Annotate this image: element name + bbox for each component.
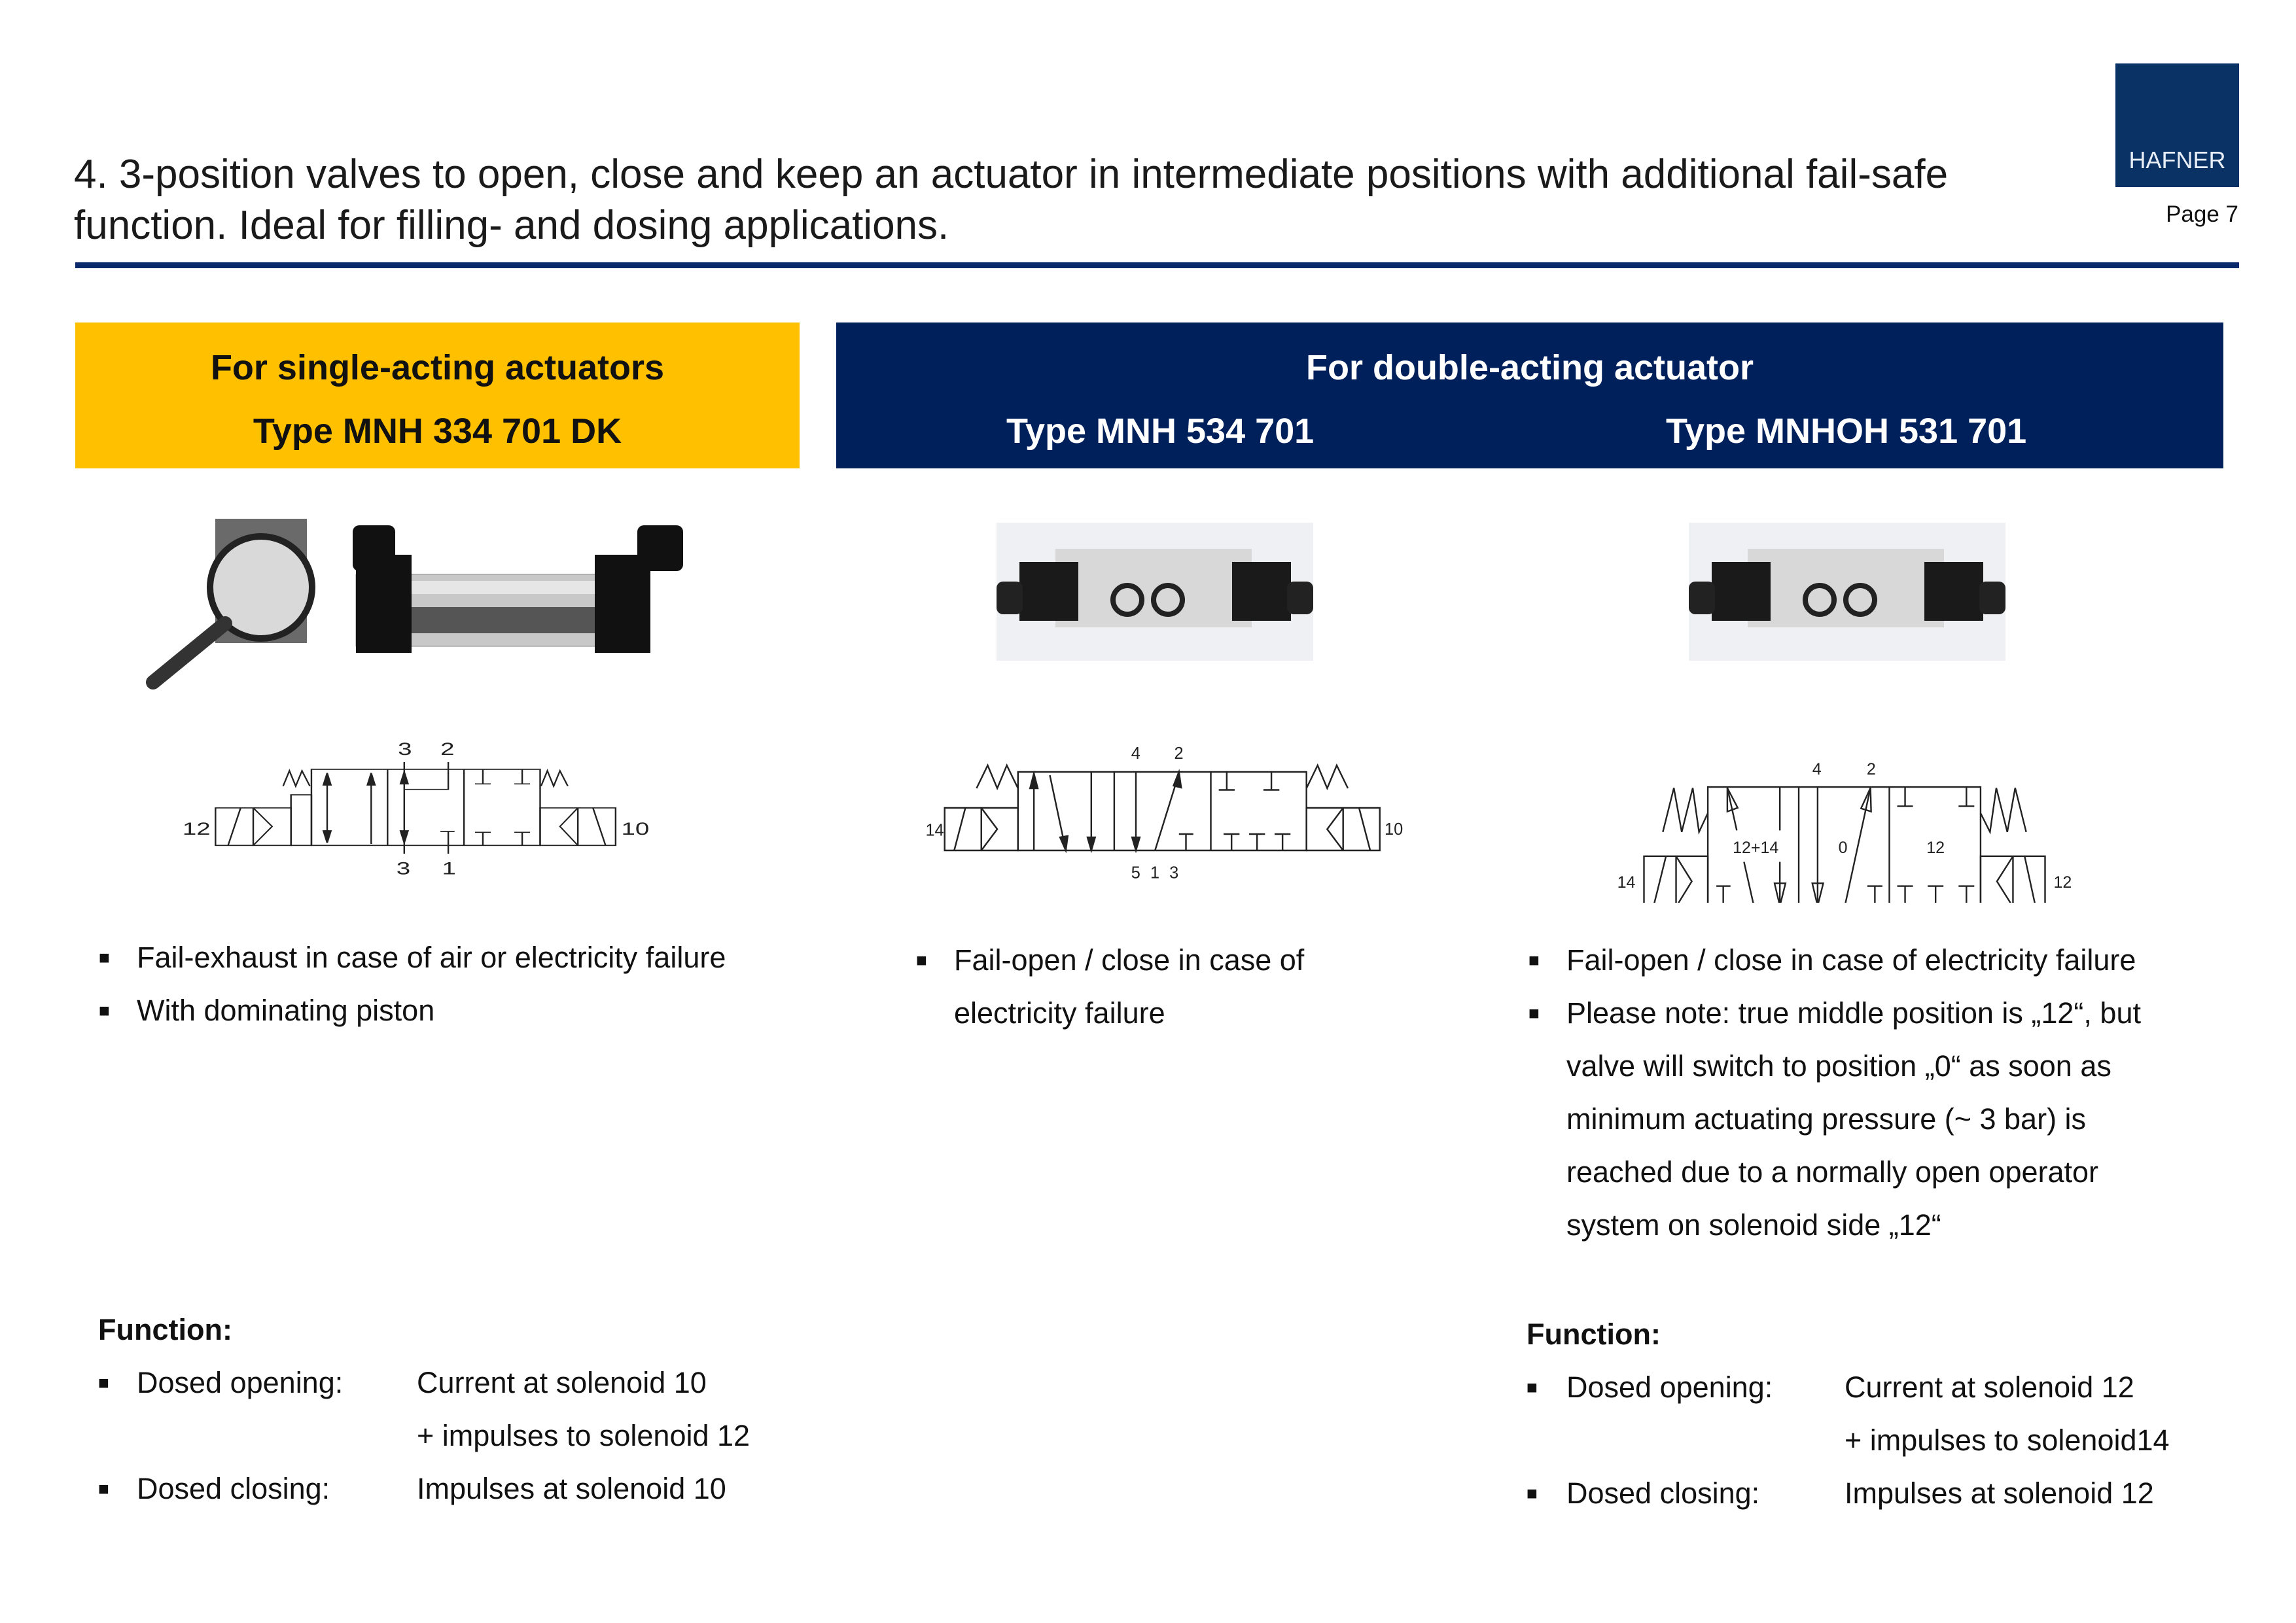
list-item: ■With dominating piston: [99, 994, 435, 1027]
function-value: Current at solenoid 12: [1845, 1370, 2134, 1404]
list-item-continued: valve will switch to position „0“ as soo…: [1566, 1049, 2111, 1083]
hafner-logo: HAFNER: [2115, 63, 2239, 187]
page-title: 4. 3-position valves to open, close and …: [74, 149, 2070, 251]
port-label: 3: [398, 740, 412, 759]
list-item-continued: system on solenoid side „12“: [1566, 1208, 1941, 1242]
middle-bullet-list: ■Fail-open / close in case of electricit…: [916, 934, 1305, 1039]
function-row-continued: + impulses to solenoid 12: [98, 1409, 818, 1462]
bullet-text: With dominating piston: [137, 994, 435, 1027]
header-type: Type MNH 334 701 DK: [253, 411, 622, 451]
function-value: Impulses at solenoid 10: [417, 1472, 726, 1505]
bullet-text: Please note: true middle position is „12…: [1566, 996, 2141, 1030]
port-label: 2: [1867, 760, 1876, 778]
function-title: Function:: [1527, 1318, 1661, 1351]
function-label: Dosed opening:: [137, 1366, 344, 1399]
port-label: 14: [1617, 873, 1636, 892]
port-label: 14: [925, 821, 944, 839]
position-label: 12: [1926, 839, 1945, 857]
list-item: ■Please note: true middle position is „1…: [1528, 996, 2141, 1030]
function-label: Dosed closing:: [137, 1472, 330, 1505]
bullet-text: Fail-exhaust in case of air or electrici…: [137, 941, 726, 974]
function-label: Dosed closing:: [1566, 1476, 1760, 1510]
port-label: 1: [1150, 864, 1159, 882]
bullet-text: Fail-open / close in case of: [954, 943, 1305, 977]
right-bullet-list: ■Fail-open / close in case of electricit…: [1528, 934, 2141, 1251]
port-label: 3: [1169, 864, 1178, 882]
list-item-continued: reached due to a normally open operator: [1566, 1155, 2099, 1189]
left-bullet-list: ■Fail-exhaust in case of air or electric…: [99, 931, 726, 1037]
function-row: ■Dosed opening:Current at solenoid 12: [1527, 1361, 2246, 1414]
valve-photo-mnhoh531: [1689, 523, 2005, 661]
valve-symbol-mnhoh531: 14 12 4 2 5 1 3 12+14 0 12: [1617, 760, 2072, 903]
left-function-section: Function: ■Dosed opening:Current at sole…: [98, 1303, 818, 1515]
valve-symbol-single: 12 10 3 2 3 1: [183, 740, 650, 879]
function-row-continued: + impulses to solenoid14: [1527, 1414, 2246, 1467]
header-title: For single-acting actuators: [210, 348, 665, 387]
function-value: + impulses to solenoid 12: [417, 1419, 751, 1452]
function-row: ■Dosed opening:Current at solenoid 10: [98, 1356, 818, 1409]
function-row: ■Dosed closing:Impulses at solenoid 10: [98, 1462, 818, 1515]
function-title: Function:: [98, 1313, 232, 1346]
divider: [75, 262, 2239, 268]
port-label: 4: [1131, 744, 1140, 763]
header-title: For double-acting actuator: [1305, 348, 1754, 387]
function-value: Current at solenoid 10: [417, 1366, 707, 1399]
logo-text: HAFNER: [2128, 147, 2226, 173]
function-value: + impulses to solenoid14: [1845, 1423, 2170, 1457]
header-type-1: Type MNH 534 701: [1006, 411, 1315, 451]
port-label: 1: [442, 859, 455, 879]
position-label: 0: [1839, 839, 1848, 857]
port-label: 5: [1131, 864, 1140, 882]
port-label: 12: [183, 820, 211, 839]
double-acting-header: For double-acting actuator Type MNH 534 …: [836, 323, 2223, 468]
port-label: 3: [397, 859, 410, 879]
bullet-text: Fail-open / close in case of electricity…: [1566, 943, 2136, 977]
port-label: 12: [2053, 873, 2072, 892]
valve-photo-mnh534: [997, 523, 1313, 661]
port-label: 10: [622, 820, 650, 839]
list-item-continued: minimum actuating pressure (~ 3 bar) is: [1566, 1102, 2087, 1136]
port-label: 2: [1174, 744, 1183, 763]
valve-symbol-mnh534: 14 10 4 2 5 1 3: [925, 744, 1403, 882]
port-label: 10: [1385, 820, 1403, 839]
valve-photo-single: [146, 519, 683, 689]
list-item-continued: electricity failure: [954, 996, 1165, 1030]
function-row: ■Dosed closing:Impulses at solenoid 12: [1527, 1467, 2246, 1520]
title-line-2: function. Ideal for filling- and dosing …: [74, 203, 949, 248]
port-label: 4: [1812, 760, 1822, 778]
position-label: 12+14: [1733, 839, 1778, 857]
list-item: ■Fail-exhaust in case of air or electric…: [99, 941, 726, 974]
page-number: Page 7: [2166, 201, 2238, 227]
function-label: Dosed opening:: [1566, 1370, 1773, 1404]
list-item: ■Fail-open / close in case of electricit…: [1528, 943, 2136, 977]
port-label: 2: [440, 740, 454, 759]
right-function-section: Function: ■Dosed opening:Current at sole…: [1527, 1308, 2246, 1520]
header-type-2: Type MNHOH 531 701: [1666, 411, 2027, 451]
function-value: Impulses at solenoid 12: [1845, 1476, 2154, 1510]
list-item: ■Fail-open / close in case of: [916, 943, 1305, 977]
single-acting-header: For single-acting actuators Type MNH 334…: [75, 323, 800, 468]
title-line-1: 4. 3-position valves to open, close and …: [74, 152, 1949, 197]
